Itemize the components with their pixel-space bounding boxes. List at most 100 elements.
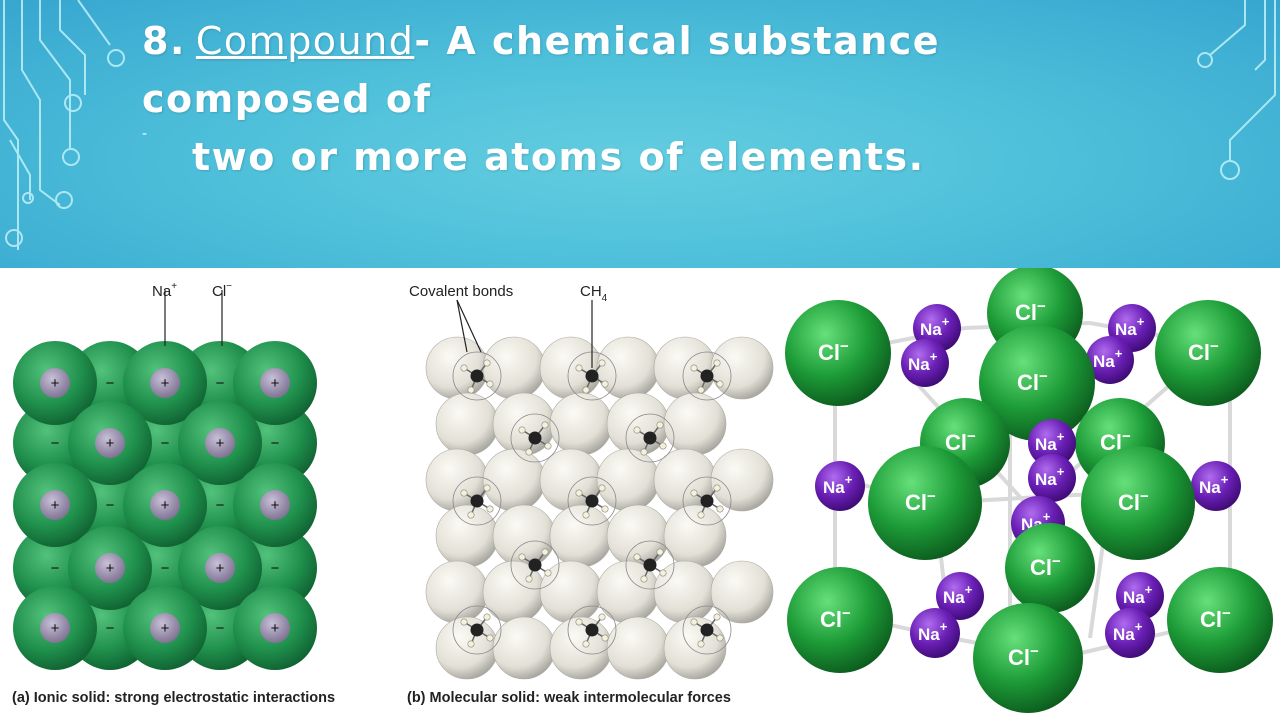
sodium-ion-sphere (40, 613, 70, 643)
sodium-atom: Na+ (901, 339, 949, 387)
sodium-ion-sphere (260, 368, 290, 398)
carbon-atom (528, 558, 542, 572)
label-na-ion: Na+ (152, 281, 177, 300)
hydrogen-atom (713, 359, 721, 367)
hydrogen-sphere (539, 336, 603, 400)
hydrogen-atom (467, 511, 475, 519)
sodium-ion-sphere (205, 428, 235, 458)
molecule-outline (625, 413, 675, 463)
hydrogen-atom (598, 359, 606, 367)
hydrogen-sphere (710, 336, 774, 400)
hydrogen-atom (460, 618, 468, 626)
chloride-atom: Cl− (973, 603, 1083, 713)
hydrogen-sphere (596, 448, 660, 512)
hydrogen-atom (460, 489, 468, 497)
hydrogen-sphere (710, 448, 774, 512)
plus-sign: + (106, 435, 115, 452)
plus-sign: + (51, 620, 60, 637)
carbon-atom (585, 494, 599, 508)
hydrogen-atom (713, 484, 721, 492)
hydrogen-sphere (549, 616, 613, 680)
sodium-label: Na+ (920, 314, 950, 339)
hydrogen-atom (716, 505, 724, 513)
slide-header: 8.Compound- A chemical substance compose… (0, 0, 1280, 268)
carbon-atom (643, 431, 657, 445)
label-ch4: CH4 (580, 283, 608, 304)
hydrogen-sphere (435, 504, 499, 568)
chloride-label: Cl− (818, 338, 849, 365)
hydrogen-atom (601, 634, 609, 642)
minus-sign: − (106, 497, 115, 514)
hydrogen-atom (486, 505, 494, 513)
sodium-atom: Na+ (1105, 608, 1155, 658)
hydrogen-atom (467, 640, 475, 648)
hydrogen-atom (541, 548, 549, 556)
slide-number: 8. (142, 19, 186, 63)
sodium-label: Na+ (1199, 472, 1229, 497)
sodium-atom: Na+ (1028, 419, 1076, 467)
sodium-label: Na+ (1115, 314, 1145, 339)
definition-line-2: two or more atoms of elements. (192, 135, 925, 179)
sodium-label: Na+ (1123, 582, 1153, 607)
plus-sign: + (271, 620, 280, 637)
hydrogen-atom (656, 548, 664, 556)
hydrogen-atom (598, 484, 606, 492)
minus-sign: − (161, 560, 170, 577)
sodium-atom: Na+ (1028, 454, 1076, 502)
chloride-atom: Cl− (868, 446, 982, 560)
hydrogen-atom (483, 484, 491, 492)
sodium-atom: Na+ (1086, 336, 1134, 384)
ionic-solid-figure: +−+−+−+−+−+−+−+−+−+−+−+−+ Na+ Cl− (a) Io… (12, 281, 335, 706)
molecule-outline (682, 476, 732, 526)
nacl-crystal-lattice-figure: Cl−Na+Na+Na+Na+Cl−Cl−Cl−Cl−Cl−Na+Na+Na+N… (785, 268, 1273, 713)
carbon-atom (528, 431, 542, 445)
chloride-atom: Cl− (785, 300, 891, 406)
molecular-solid-figure: Covalent bonds CH4 (b) Molecular solid: … (407, 283, 774, 706)
circuit-decoration-right-icon (1197, 0, 1276, 180)
minus-sign: − (106, 375, 115, 392)
minus-sign: − (216, 620, 225, 637)
plus-sign: + (51, 497, 60, 514)
hydrogen-sphere (549, 504, 613, 568)
hydrogen-atom (541, 421, 549, 429)
hydrogen-atom (697, 386, 705, 394)
chloride-atom: Cl− (1081, 446, 1195, 560)
hydrogen-atom (713, 613, 721, 621)
sodium-atom: Na+ (815, 461, 865, 511)
chloride-atom: Cl− (787, 567, 893, 673)
sodium-label: Na+ (908, 349, 938, 374)
hydrogen-atom (716, 380, 724, 388)
hydrogen-atom (690, 489, 698, 497)
hydrogen-atom (659, 442, 667, 450)
hydrogen-atom (575, 364, 583, 372)
chloride-label: Cl− (1015, 298, 1046, 325)
sodium-label: Na+ (1093, 346, 1123, 371)
chloride-atom: Cl− (979, 325, 1095, 441)
sodium-label: Na+ (823, 472, 853, 497)
chloride-label: Cl− (1100, 428, 1131, 455)
chloride-label: Cl− (1008, 643, 1039, 670)
hydrogen-atom (659, 569, 667, 577)
plus-sign: + (161, 375, 170, 392)
molecule-outline (682, 605, 732, 655)
hydrogen-atom (525, 575, 533, 583)
molecule-outline (567, 476, 617, 526)
hydrogen-atom (598, 613, 606, 621)
caption-ionic-solid: (a) Ionic solid: strong electrostatic in… (12, 690, 335, 706)
sodium-label: Na+ (943, 582, 973, 607)
sodium-ion-sphere (95, 428, 125, 458)
carbon-atom (470, 369, 484, 383)
molecule-outline (625, 540, 675, 590)
sodium-ion-sphere (260, 490, 290, 520)
minus-sign: − (271, 435, 280, 452)
carbon-atom (700, 623, 714, 637)
sodium-ion-sphere (40, 368, 70, 398)
hydrogen-sphere (482, 448, 546, 512)
carbon-atom (470, 494, 484, 508)
hydrogen-atom (483, 613, 491, 621)
plus-sign: + (51, 375, 60, 392)
molecule-outline (452, 605, 502, 655)
minus-sign: − (51, 560, 60, 577)
hydrogen-atom (525, 448, 533, 456)
carbon-atom (470, 623, 484, 637)
